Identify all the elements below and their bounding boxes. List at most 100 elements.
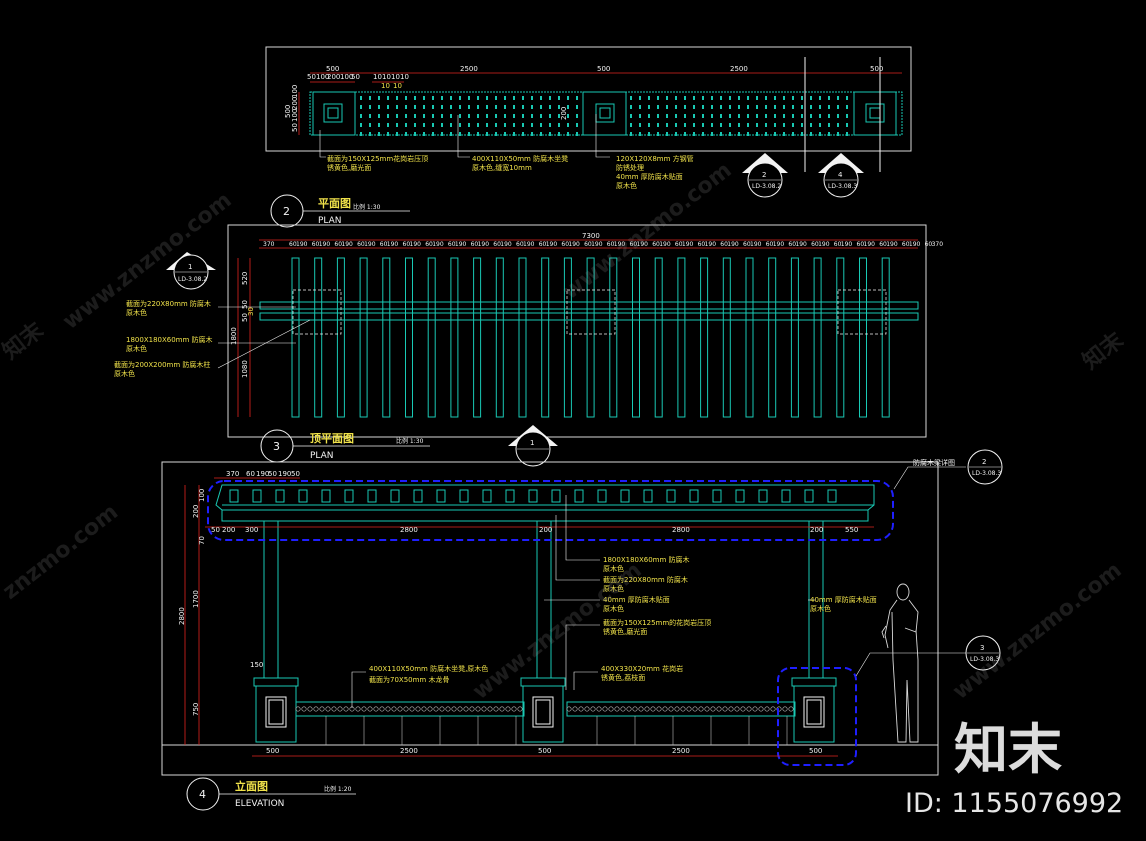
roof-dim-cell: 60: [879, 241, 887, 248]
roof-dim-cell: 370: [932, 241, 944, 248]
bench-slat-dot: [378, 114, 380, 118]
roof-dim-cell: 190: [886, 241, 898, 248]
bench-slat-dot: [756, 105, 758, 109]
bench-pattern-dot: [770, 706, 776, 712]
beam-block: [781, 489, 791, 503]
roof-dim-cell: 60: [403, 241, 411, 248]
roof-title-num: 3: [273, 440, 280, 453]
roof-dim-cell: 190: [682, 241, 694, 248]
bench-slat-dot: [369, 114, 371, 118]
bench-slat-dot: [657, 114, 659, 118]
elev-bottom-2: 2500: [400, 747, 418, 755]
bench-slat-dot: [495, 132, 497, 136]
beam-block: [298, 489, 308, 503]
dim-left-total: 500: [284, 105, 292, 118]
bench-pattern-dot: [331, 706, 337, 712]
beam-block: [712, 489, 722, 503]
bench-slat-dot: [648, 114, 650, 118]
bench-slat-dot: [378, 123, 380, 127]
bench-slat-dot: [666, 96, 668, 100]
bench-pattern-dot: [493, 706, 499, 712]
bench-slat-dot: [828, 96, 830, 100]
callout-section-2[interactable]: 2 LD-3.08.2: [742, 153, 788, 198]
bench-slat-dot: [567, 105, 569, 109]
bench-slat-dot: [639, 132, 641, 136]
bench-slat-dot: [810, 123, 812, 127]
bench-slat-dot: [675, 132, 677, 136]
bench-slat-dot: [837, 123, 839, 127]
roof-dim-cell: 190: [500, 241, 512, 248]
bench-slat-dot: [495, 96, 497, 100]
bench-pattern-dot: [313, 706, 319, 712]
bench-pattern-dot: [427, 706, 433, 712]
roof-title-scale: 比例 1:30: [396, 437, 424, 445]
callout-2-ref: LD-3.08.2: [752, 183, 781, 190]
callout-section-1[interactable]: 1 LD-3.08.2: [166, 252, 216, 290]
beam-block: [344, 489, 354, 503]
roof-dim-left-2: 50: [241, 300, 249, 309]
bench-slat-dot: [558, 96, 560, 100]
bench-slat-dot: [783, 105, 785, 109]
bench-slat-dot: [504, 132, 506, 136]
bench-pattern-dot: [439, 706, 445, 712]
bench-slat-dot: [405, 105, 407, 109]
elev-dim2-3: 300: [245, 526, 258, 534]
rafter: [291, 257, 300, 418]
roof-dim-cell: 60: [675, 241, 683, 248]
roof-dim-cell: 190: [773, 241, 785, 248]
bench-slat-dot: [387, 132, 389, 136]
bench-slat-dot: [702, 105, 704, 109]
bench-slat-dot: [738, 96, 740, 100]
bench-slat-dot: [702, 132, 704, 136]
elev-top-dim-5: 190: [278, 470, 291, 478]
bench-pattern-dot: [596, 706, 602, 712]
bench-slat-dot: [495, 123, 497, 127]
bench-slat-dot: [693, 132, 695, 136]
callout-section-4[interactable]: 4 LD-3.08.3: [818, 153, 864, 198]
beam-block: [551, 489, 561, 503]
callout-1-ref: LD-3.08.2: [178, 276, 207, 283]
callout-detail-3[interactable]: 3 LD-3.08.3: [965, 635, 1001, 671]
roof-dim-cell: 190: [795, 241, 807, 248]
bench-pattern-dot: [499, 706, 505, 712]
elev-left-7: 750: [192, 703, 200, 716]
bench-slat-dot: [468, 96, 470, 100]
bench-slat-dot: [360, 123, 362, 127]
roof-dim-cell: 60: [743, 241, 751, 248]
roof-dim-cell: 60: [698, 241, 706, 248]
roof-dim-cell: 190: [341, 241, 353, 248]
elev-bottom-4: 2500: [672, 747, 690, 755]
bench-slat-dot: [684, 114, 686, 118]
bench-slat-dot: [783, 123, 785, 127]
roof-dim-cell: 60: [607, 241, 615, 248]
beam-block: [597, 489, 607, 503]
bench-pattern-dot: [692, 706, 698, 712]
bench-pattern-dot: [361, 706, 367, 712]
bench-slat-dot: [369, 96, 371, 100]
section-mark-middle[interactable]: 1: [508, 425, 558, 467]
rafter: [541, 257, 550, 418]
beam-block: [482, 489, 492, 503]
bench-slat-dot: [369, 123, 371, 127]
watermarks: 知末 www.znzmo.com znzmo.com www.znzmo.com…: [0, 158, 1129, 819]
bench-slat-dot: [558, 132, 560, 136]
bench-slat-dot: [846, 96, 848, 100]
bench-slat-dot: [504, 96, 506, 100]
bench-slat-dot: [684, 123, 686, 127]
bench-slat-dot: [549, 114, 551, 118]
bench-slat-dot: [837, 96, 839, 100]
beam-block: [735, 489, 745, 503]
bench-slat-dot: [567, 123, 569, 127]
bench-slat-dot: [396, 123, 398, 127]
callout-detail-2[interactable]: 2 LD-3.08.3: [967, 449, 1003, 485]
bench-slat-dot: [504, 105, 506, 109]
bench-slat-dot: [414, 123, 416, 127]
beam-block: [666, 489, 676, 503]
bench-slat-dot: [549, 132, 551, 136]
bench-pattern-dot: [379, 706, 385, 712]
bench-slat-dot: [639, 96, 641, 100]
roof-dim-cell: 190: [387, 241, 399, 248]
rafter: [473, 257, 482, 418]
rafter: [518, 257, 527, 418]
